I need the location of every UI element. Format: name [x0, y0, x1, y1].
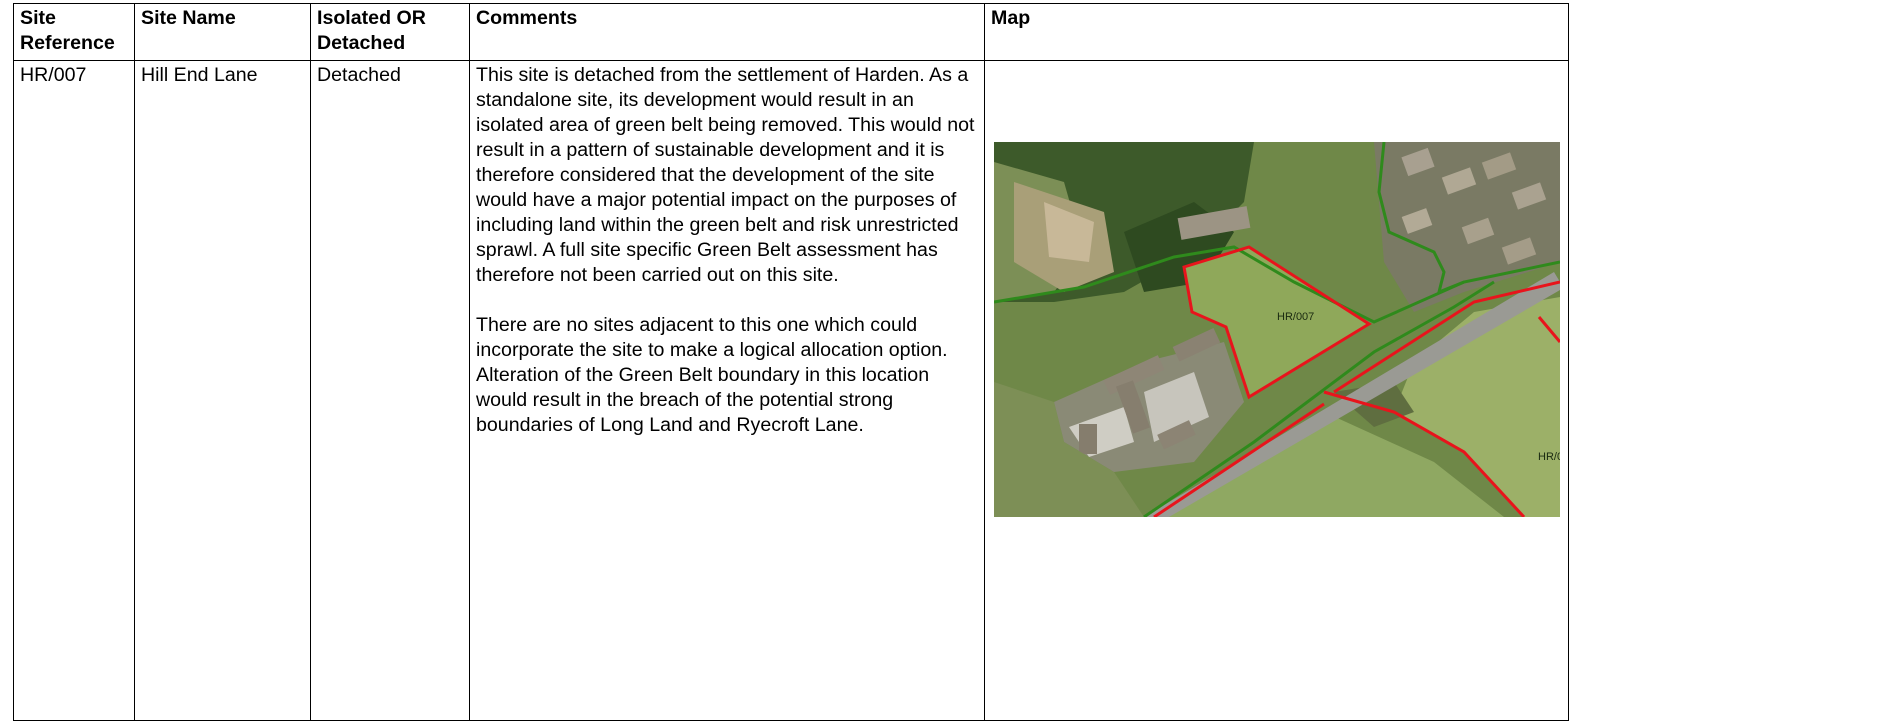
site-map-image: HR/007 HR/0: [994, 142, 1560, 517]
map-adjacent-site-label: HR/0: [1538, 451, 1560, 463]
map-site-label: HR/007: [1277, 311, 1314, 323]
cell-map: HR/007 HR/0: [984, 60, 1569, 721]
cell-isolated-or-detached: Detached: [310, 60, 470, 721]
header-site-name: Site Name: [134, 3, 311, 61]
site-assessment-table: Site Reference Site Name Isolated OR Det…: [13, 3, 1569, 721]
comment-paragraph: There are no sites adjacent to this one …: [476, 314, 948, 436]
header-isolated-or-detached: Isolated OR Detached: [310, 3, 470, 61]
header-map: Map: [984, 3, 1569, 61]
header-site-reference: Site Reference: [13, 3, 135, 61]
table-row: HR/007 Hill End Lane Detached This site …: [13, 60, 1569, 721]
table-header-row: Site Reference Site Name Isolated OR Det…: [13, 3, 1569, 61]
cell-site-reference: HR/007: [13, 60, 135, 721]
cell-site-name: Hill End Lane: [134, 60, 311, 721]
cell-comments: This site is detached from the settlemen…: [469, 60, 985, 721]
header-comments: Comments: [469, 3, 985, 61]
comment-paragraph: This site is detached from the settlemen…: [476, 64, 975, 286]
